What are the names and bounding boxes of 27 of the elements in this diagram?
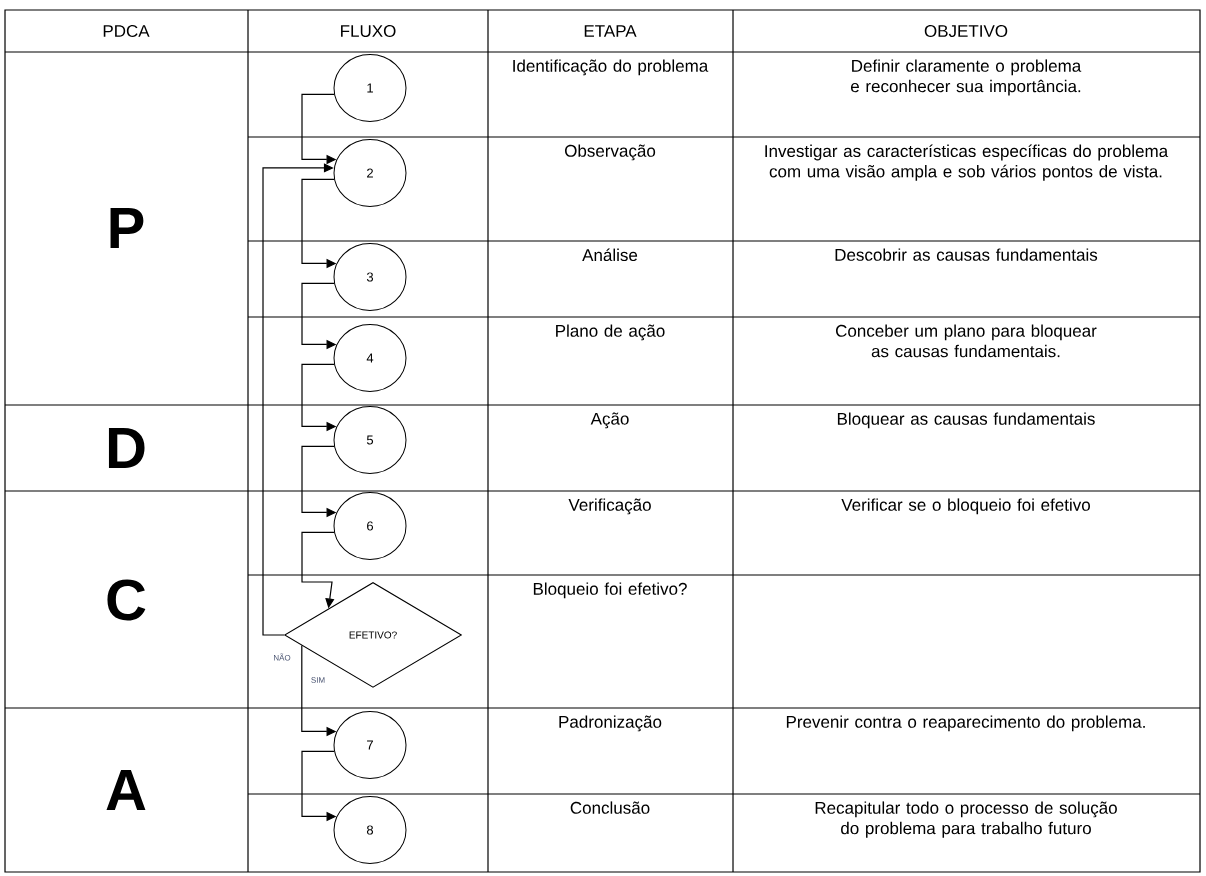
objective-text: Investigar as características específicas do problema com uma visão ampla e sob vários pontos de vista. [765, 144, 1169, 181]
step-name: Conclusão [570, 801, 650, 814]
phase-letter: D [108, 428, 145, 468]
step-name: Plano de ação [556, 324, 665, 341]
column-header: OBJETIVO [924, 25, 1008, 37]
edge-label: SIM [309, 676, 327, 684]
step-name: Observação [565, 144, 656, 161]
column-header: PDCA [103, 25, 150, 37]
column-header: FLUXO [341, 25, 396, 37]
objective-text: Definir claramente o problema e reconhecer sua importância. [850, 59, 1082, 96]
phase-letter: C [107, 579, 146, 621]
step-name: Padronização [559, 715, 662, 732]
objective-text: Prevenir contra o reaparecimento do problema. [786, 715, 1145, 732]
objective-text: Conceber um plano para bloquear as causas fundamentais. [836, 324, 1097, 358]
step-name: Ação [590, 412, 629, 429]
objective-text: Bloquear as causas fundamentais [837, 412, 1095, 429]
objective-text: Verificar se o bloqueio foi efetivo [841, 498, 1090, 515]
objective-text: Descobrir as causas fundamentais [835, 248, 1098, 261]
step-name: Análise [582, 248, 638, 262]
column-header: ETAPA [584, 25, 637, 37]
arrow [262, 163, 334, 636]
phase-letter: A [106, 770, 146, 810]
step-name: Bloqueio foi efetivo? [533, 582, 687, 599]
phase-letter: P [110, 208, 144, 248]
step-name: Verificação [568, 498, 651, 515]
objective-text: Recapitular todo o processo de solução do problema para trabalho futuro [815, 801, 1117, 838]
step-name: Identificação do problema [513, 59, 709, 76]
